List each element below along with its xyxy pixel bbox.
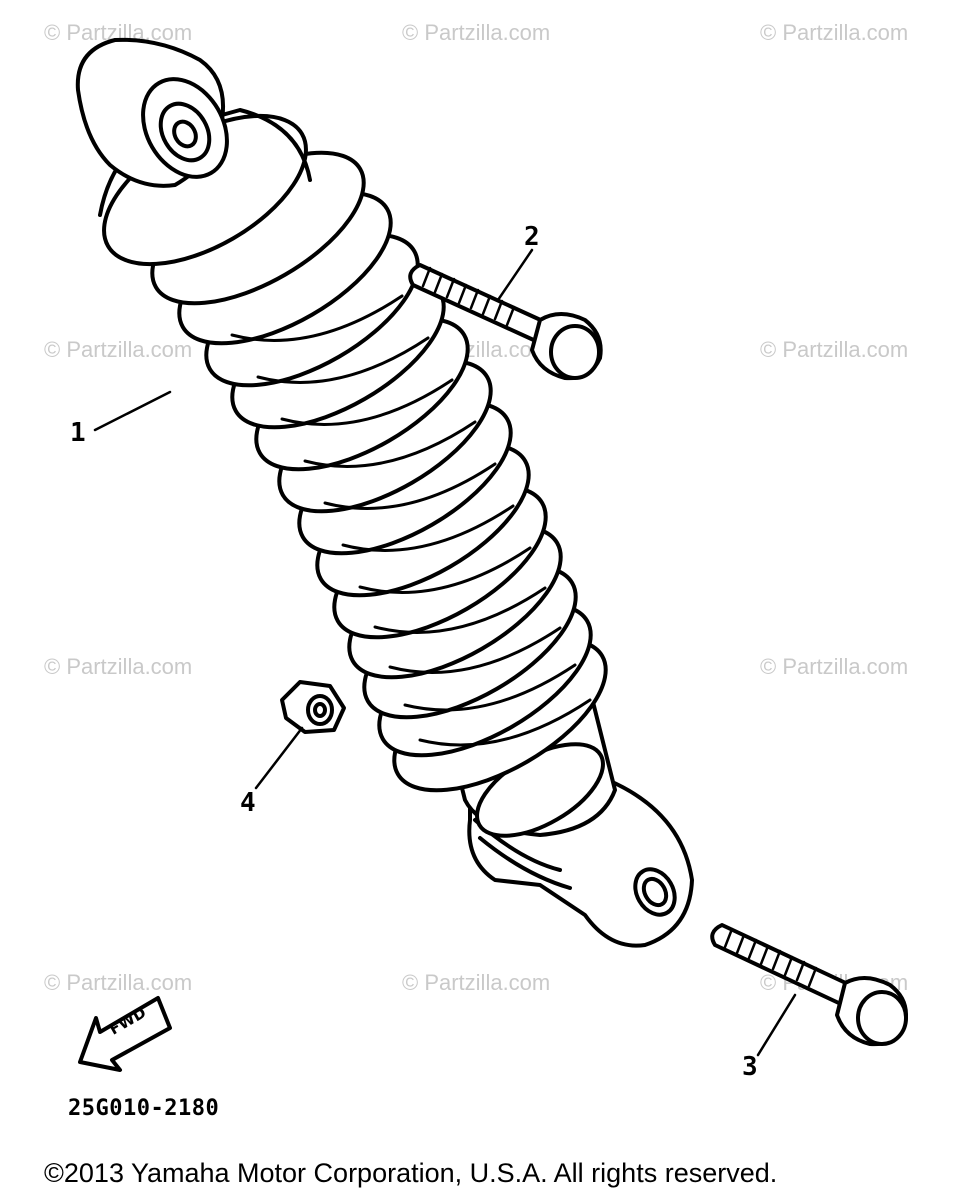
watermark: © Partzilla.com <box>760 20 909 45</box>
watermark: © Partzilla.com <box>402 20 551 45</box>
leader-lines <box>93 248 797 1057</box>
watermark: © Partzilla.com <box>44 654 193 679</box>
watermark: © Partzilla.com <box>760 654 909 679</box>
callout-1: 1 <box>70 418 86 448</box>
bolt-lower[interactable] <box>710 923 908 1047</box>
nut[interactable] <box>280 680 346 734</box>
copyright-notice: ©2013 Yamaha Motor Corporation, U.S.A. A… <box>44 1158 778 1188</box>
callout-2: 2 <box>524 222 540 252</box>
shock-absorber[interactable] <box>75 37 694 948</box>
callout-3: 3 <box>742 1052 758 1082</box>
callout-4: 4 <box>240 788 256 818</box>
watermark: © Partzilla.com <box>402 970 551 995</box>
forward-arrow-icon <box>78 996 172 1072</box>
part-code: 25G010-2180 <box>68 1096 220 1121</box>
watermark: © Partzilla.com <box>44 970 193 995</box>
watermark: © Partzilla.com <box>760 337 909 362</box>
watermark: © Partzilla.com <box>44 337 193 362</box>
bolt-upper[interactable] <box>408 263 603 381</box>
